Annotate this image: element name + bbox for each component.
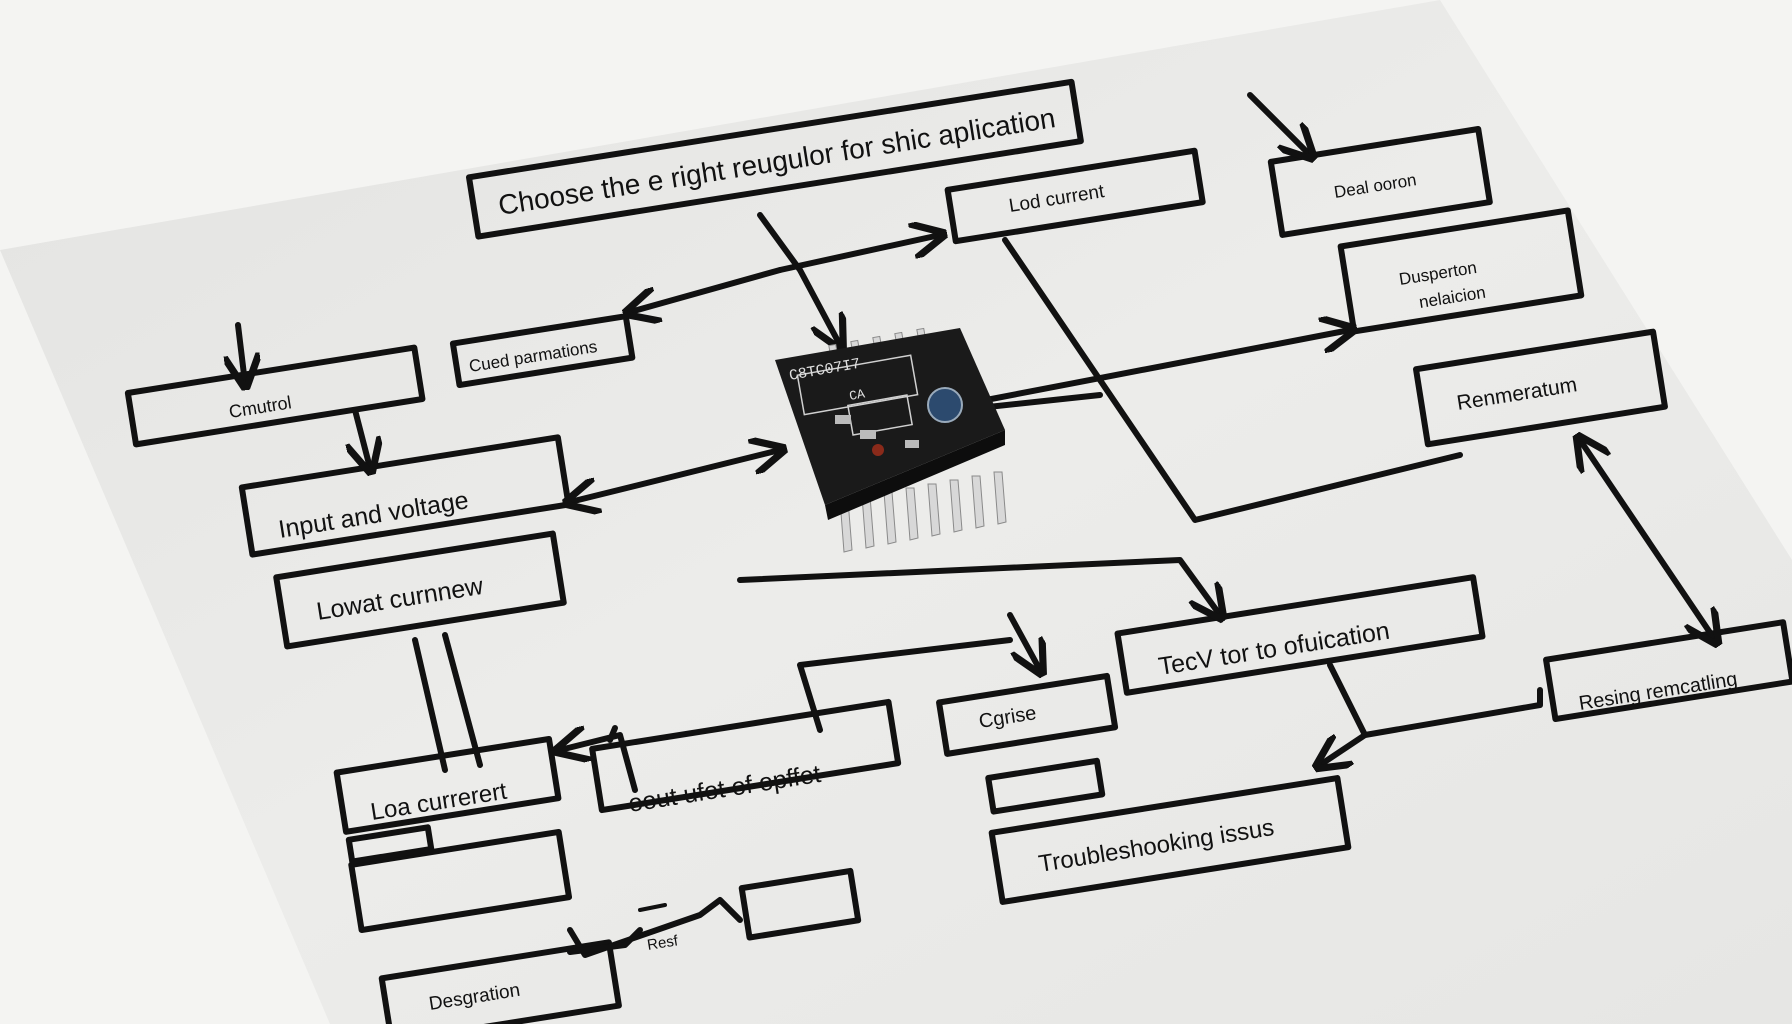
arrow-to-cgrise (1007, 612, 1040, 670)
load-current-top-box (944, 147, 1206, 245)
arrow-into-cmutrol (238, 322, 245, 383)
resf-label: Resf (646, 932, 680, 954)
connector-main-right (1002, 237, 1463, 523)
dusperton-box (1337, 207, 1585, 335)
lowat-current-box (273, 530, 567, 650)
arrow-cmutrol-input (355, 407, 370, 468)
troubleshooting-box (988, 775, 1352, 905)
arrow-to-deal (1247, 92, 1310, 155)
output-offset-box (589, 698, 902, 814)
connector-bottom-step-2 (567, 927, 643, 955)
chip-body (775, 328, 1005, 505)
arrow-renmeratum-resing (1580, 440, 1715, 640)
bottom-left-box-1 (348, 828, 573, 934)
cgrise-box (936, 672, 1119, 757)
connector-center-down (797, 637, 1013, 733)
regulator-chip: C8TC07I7 CA (775, 327, 1007, 553)
connector-tecv-down (1327, 662, 1543, 738)
arrow-output-to-load (560, 735, 638, 793)
connector-bottom-step (567, 897, 743, 958)
chip-led (872, 444, 884, 456)
arrow-chip-right (957, 330, 1350, 408)
chip-smd-2 (860, 430, 876, 439)
bottom-left-tab (345, 824, 435, 865)
chip-marking-line2: CA (848, 386, 866, 404)
arrow-to-tecv (737, 557, 1220, 615)
arrow-title-down (757, 212, 840, 345)
chip-capacitor (927, 387, 963, 423)
deal-oaron-box (1267, 126, 1493, 238)
connector-lowat-down-2 (442, 632, 483, 768)
cued-parmations-box (449, 313, 636, 389)
chip-smd-3 (905, 440, 919, 448)
troubleshooting-tab (985, 757, 1106, 815)
arrow-to-troubleshooting (1320, 732, 1368, 765)
bottom-small-box (738, 867, 862, 941)
chip-body-side (825, 430, 1005, 520)
connector-lowat-down (412, 637, 448, 773)
title-box (466, 78, 1084, 240)
arrow-to-load-current (777, 235, 940, 273)
arrow-small-bottom (638, 903, 667, 912)
arrow-chip-input (570, 450, 780, 502)
arrow-to-cued (630, 267, 783, 312)
tecv-box (1114, 574, 1486, 696)
chip-smd-1 (835, 415, 851, 424)
cmutrol-box (124, 344, 426, 448)
renmeratum-box (1413, 328, 1668, 448)
